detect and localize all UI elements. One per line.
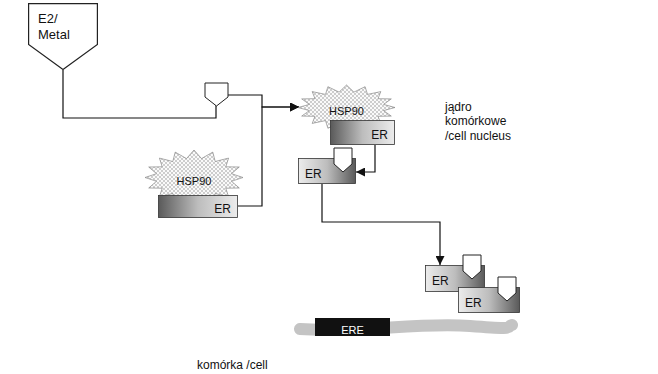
receptor-box: ER	[158, 195, 238, 218]
node-label: ER	[465, 296, 482, 310]
node-label: ER	[432, 274, 449, 288]
response-element: ERE	[315, 318, 390, 336]
node-label: ER	[305, 167, 322, 181]
cell-membrane	[125, 58, 655, 372]
ligand-symbol	[334, 148, 352, 172]
ligand-symbol	[463, 255, 481, 279]
ligand-symbol	[498, 277, 516, 301]
node-label: ER	[214, 202, 231, 216]
node-label: HSP90	[177, 175, 212, 188]
arrow-connector	[238, 107, 299, 206]
node-label: komórka /cell	[197, 358, 268, 372]
text-slot: ER	[432, 271, 449, 289]
node-label: jądro komórkowe /cell nucleus	[445, 100, 525, 143]
ligand-symbol	[205, 83, 228, 106]
text-slot: HSP90	[329, 101, 364, 119]
nucleus-envelope	[271, 83, 619, 353]
receptor-outline	[159, 196, 238, 218]
text-slot: HSP90	[177, 171, 212, 189]
receptor-outline	[331, 121, 395, 145]
cell-body: komórka /cellHSP90ERjądro komórkowe /cel…	[125, 58, 655, 372]
text-slot: jądro komórkowe /cell nucleus	[445, 100, 525, 144]
node-label: E2/ Metal	[38, 11, 84, 42]
text-slot: ER	[465, 293, 482, 311]
arrow-connector	[356, 145, 375, 172]
receptor-ligand-box: ER	[298, 158, 356, 184]
node-label: ER	[371, 128, 388, 142]
text-slot: E2/ Metal	[38, 11, 84, 43]
receptor-dimer: ER	[458, 287, 520, 313]
pentagon-outline	[29, 4, 98, 70]
node-label: HSP90	[329, 105, 364, 118]
signal-box: E2/ Metal	[28, 3, 98, 70]
arrow-connector	[63, 70, 299, 118]
receptor-box: ER	[330, 120, 395, 145]
text-slot: ER	[305, 164, 322, 182]
text-slot: ERE	[341, 320, 364, 338]
cell-nucleus: jądro komórkowe /cell nucleus HSP90ER ER ER…	[270, 82, 620, 354]
node-label: ERE	[341, 324, 364, 337]
text-slot: ER	[371, 125, 388, 143]
arrow-connector	[322, 184, 440, 265]
text-slot: ER	[214, 199, 231, 217]
text-slot: komórka /cell	[197, 355, 268, 373]
cytoplasm	[139, 72, 641, 354]
